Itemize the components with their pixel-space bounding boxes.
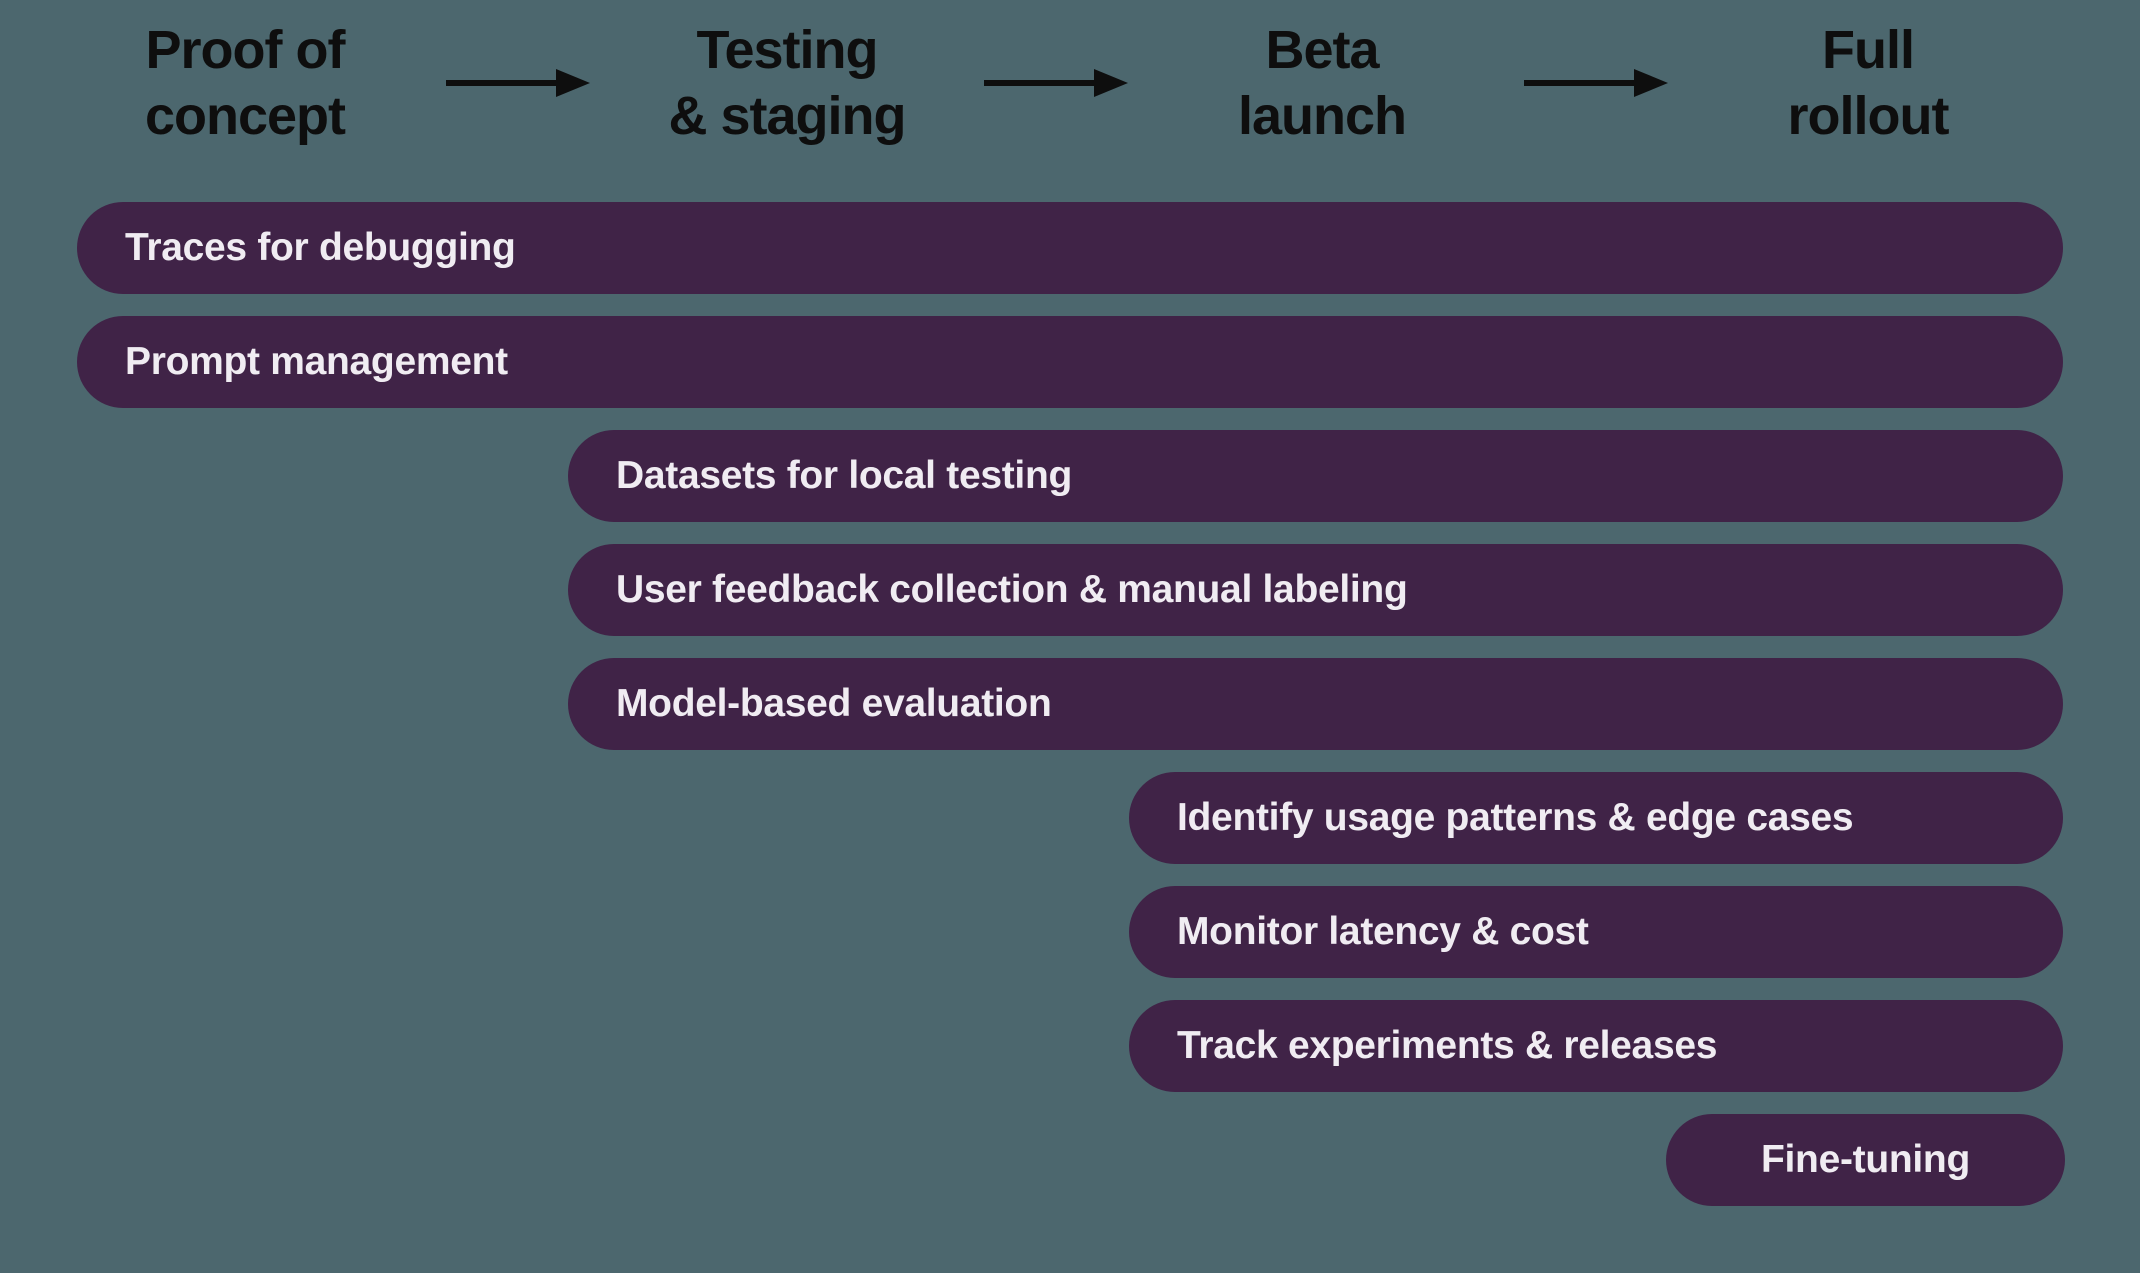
stage-proof-of-concept: Proof of concept: [5, 17, 485, 149]
stage-testing-staging: Testing & staging: [547, 17, 1027, 149]
stage-label-line: rollout: [1787, 86, 1950, 146]
stage-label-line: & staging: [668, 86, 906, 146]
arrow-right-icon: [984, 69, 1128, 97]
stage-arrow-1: [446, 67, 590, 99]
bar-model-based-evaluation: Model-based evaluation: [568, 658, 2063, 750]
bar-label: Monitor latency & cost: [1177, 910, 1589, 953]
bar-identify-usage-patterns: Identify usage patterns & edge cases: [1129, 772, 2063, 864]
bar-label: Track experiments & releases: [1177, 1024, 1718, 1067]
bar-user-feedback-collection: User feedback collection & manual labeli…: [568, 544, 2063, 636]
bar-traces-for-debugging: Traces for debugging: [77, 202, 2063, 294]
stage-label-line: concept: [144, 86, 346, 146]
stage-arrow-3: [1524, 67, 1668, 99]
stage-label-line: Testing: [696, 20, 879, 80]
bar-label: Datasets for local testing: [616, 454, 1072, 497]
arrow-right-icon: [1524, 69, 1668, 97]
bar-track-experiments-releases: Track experiments & releases: [1129, 1000, 2063, 1092]
bar-label: Identify usage patterns & edge cases: [1177, 796, 1854, 839]
stage-full-rollout: Full rollout: [1628, 17, 2108, 149]
bar-prompt-management: Prompt management: [77, 316, 2063, 408]
stage-label-line: launch: [1237, 86, 1407, 146]
bar-monitor-latency-cost: Monitor latency & cost: [1129, 886, 2063, 978]
stage-label-line: Full: [1822, 20, 1915, 80]
stage-arrow-2: [984, 67, 1128, 99]
bar-label: Fine-tuning: [1761, 1138, 1970, 1181]
stage-label-line: Beta: [1265, 20, 1379, 80]
arrow-right-icon: [446, 69, 590, 97]
bar-label: Model-based evaluation: [616, 682, 1052, 725]
bar-label: User feedback collection & manual labeli…: [616, 568, 1408, 611]
stage-beta-launch: Beta launch: [1082, 17, 1562, 149]
stage-label-line: Proof of: [145, 20, 346, 80]
bar-datasets-for-local-testing: Datasets for local testing: [568, 430, 2063, 522]
bar-fine-tuning: Fine-tuning: [1666, 1114, 2065, 1206]
bar-label: Traces for debugging: [125, 226, 516, 269]
bar-label: Prompt management: [125, 340, 508, 383]
